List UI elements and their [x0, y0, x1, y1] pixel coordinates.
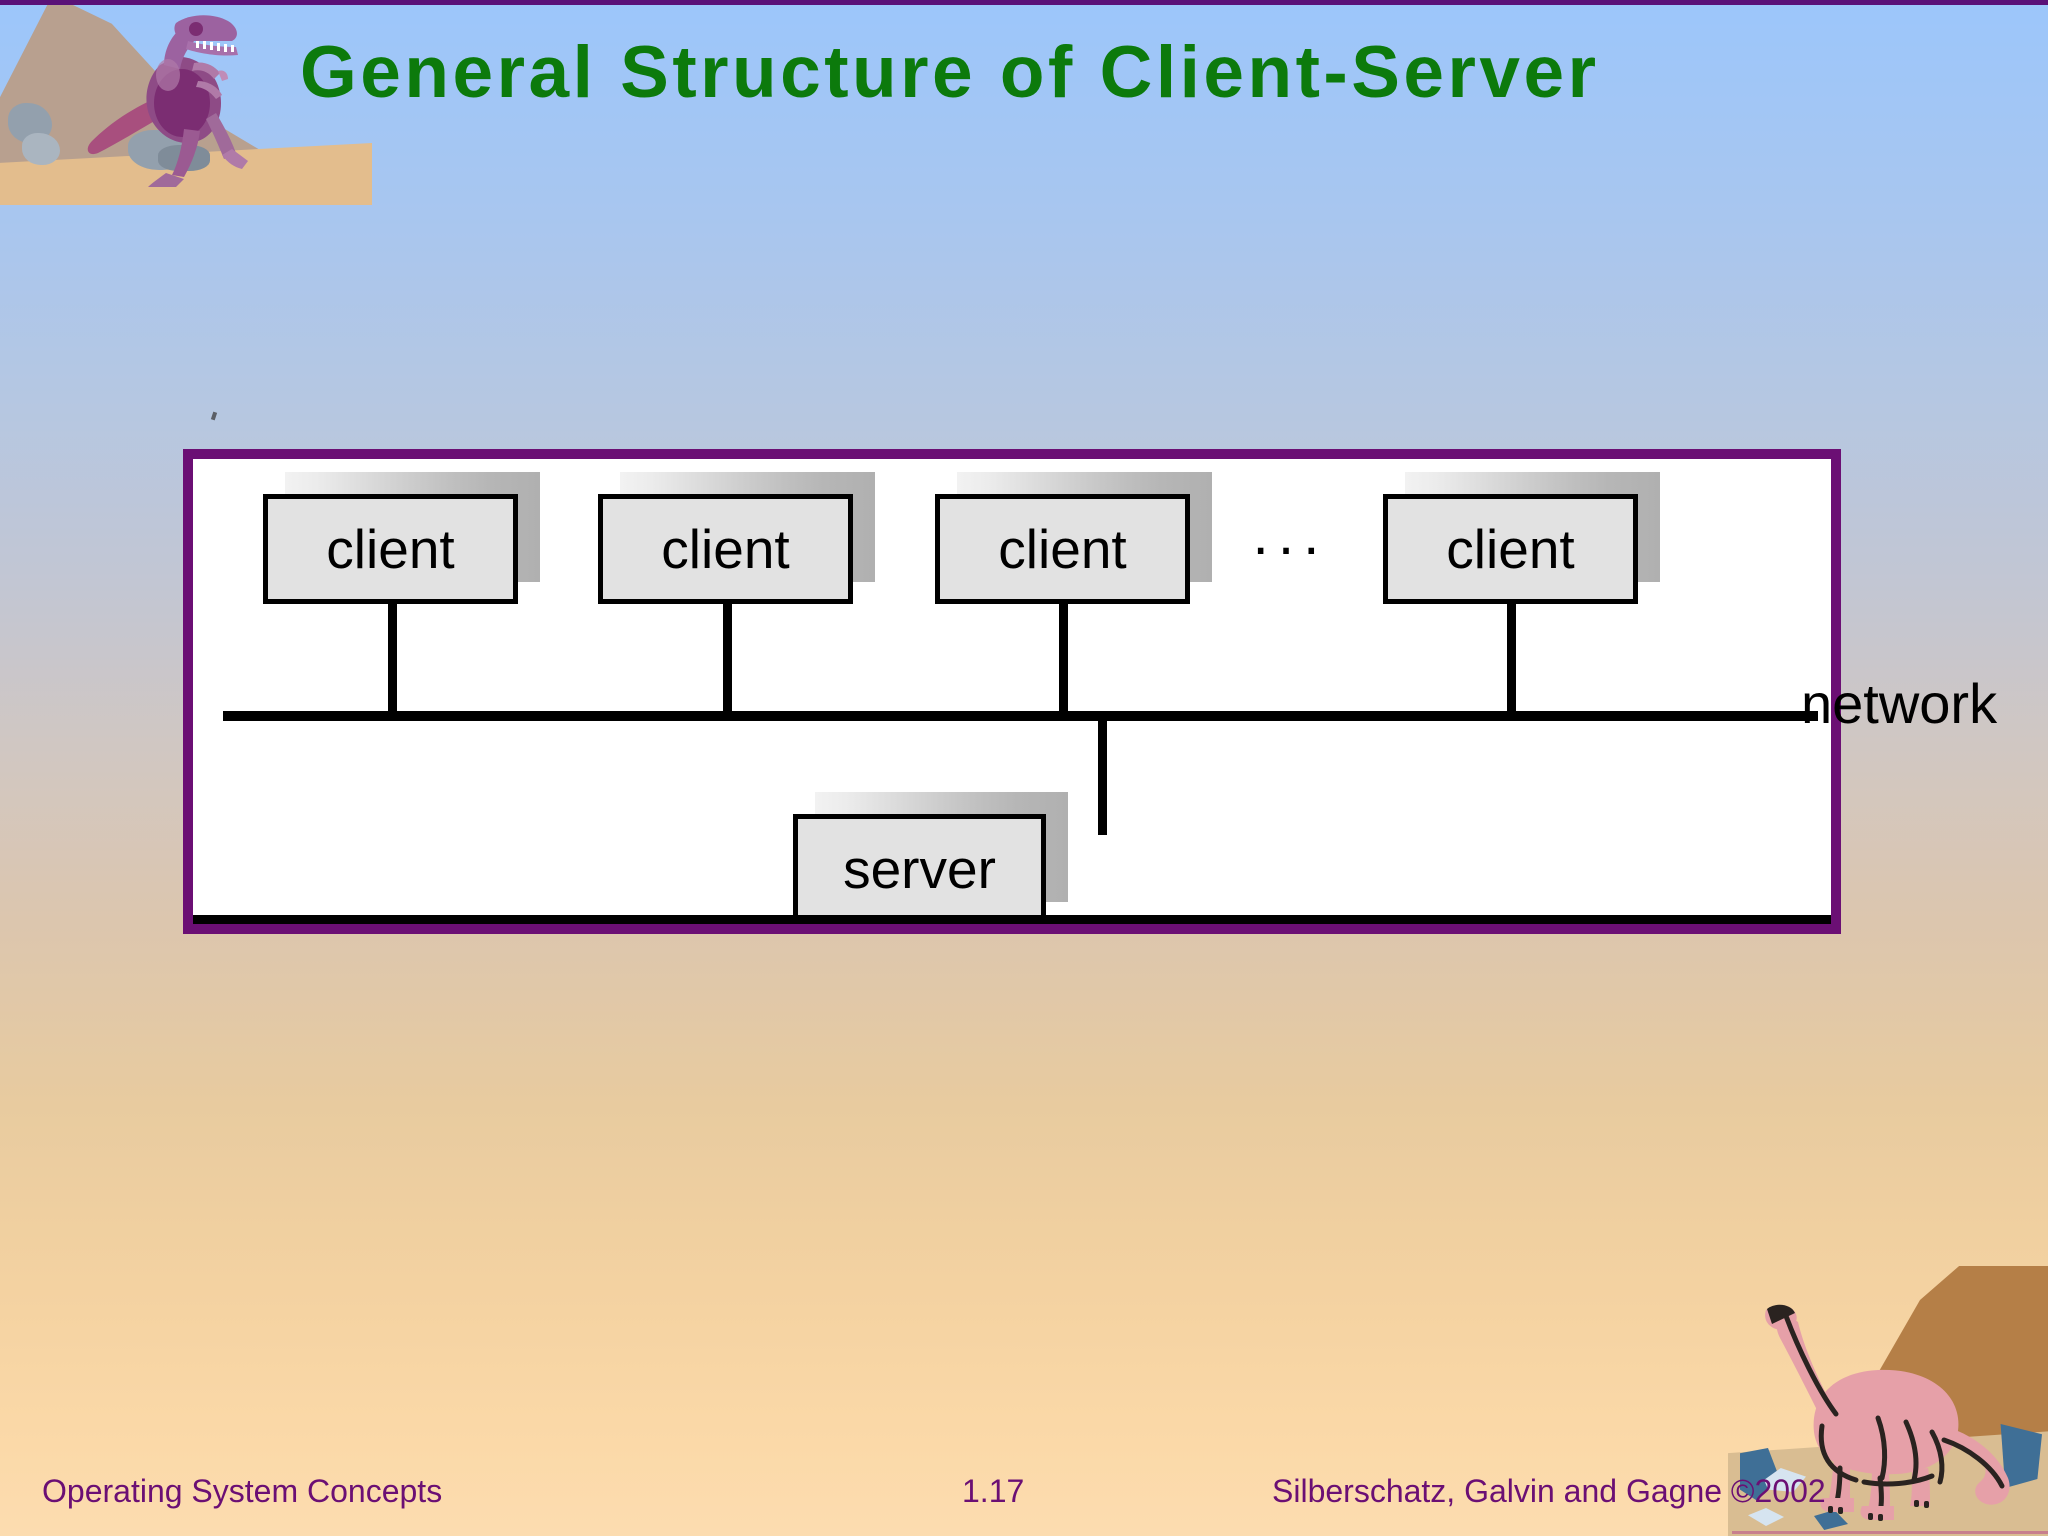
brontosaurus-icon	[1765, 1304, 2010, 1521]
network-label: network	[1801, 672, 1998, 735]
client-node[interactable]: client	[935, 472, 1212, 604]
network-bus-line	[223, 711, 1818, 721]
client-label: client	[263, 494, 518, 604]
server-label: server	[793, 814, 1046, 924]
client-link-line	[723, 604, 732, 716]
server-node[interactable]: server	[793, 792, 1068, 924]
ellipsis-label: ···	[1251, 515, 1327, 580]
stray-mark	[210, 411, 218, 421]
top-accent-rule	[0, 0, 2048, 5]
client-label: client	[598, 494, 853, 604]
footer-page-number: 1.17	[962, 1473, 1025, 1509]
rock-shape	[22, 133, 60, 165]
diagram-canvas: network client client client ···	[193, 459, 1997, 924]
diagram-panel: network client client client ···	[183, 449, 1997, 934]
client-label: client	[935, 494, 1190, 604]
client-label: client	[1383, 494, 1638, 604]
client-link-line	[1507, 604, 1516, 716]
client-node[interactable]: client	[598, 472, 875, 604]
client-link-line	[1059, 604, 1068, 716]
server-link-line	[1098, 715, 1107, 835]
page-title: General Structure of Client-Server	[300, 32, 1600, 113]
trex-icon	[87, 15, 248, 187]
brontosaurus-illustration	[1718, 1266, 2048, 1536]
footer-right-text: Silberschatz, Galvin and Gagne ©2002	[1272, 1473, 1826, 1509]
client-node[interactable]: client	[263, 472, 540, 604]
panel-bottom-rule	[193, 915, 1831, 924]
footer-left-text: Operating System Concepts	[42, 1473, 443, 1509]
client-link-line	[388, 604, 397, 716]
trex-illustration	[0, 5, 372, 205]
baseline-rule	[1732, 1531, 2048, 1534]
client-node[interactable]: client	[1383, 472, 1660, 604]
